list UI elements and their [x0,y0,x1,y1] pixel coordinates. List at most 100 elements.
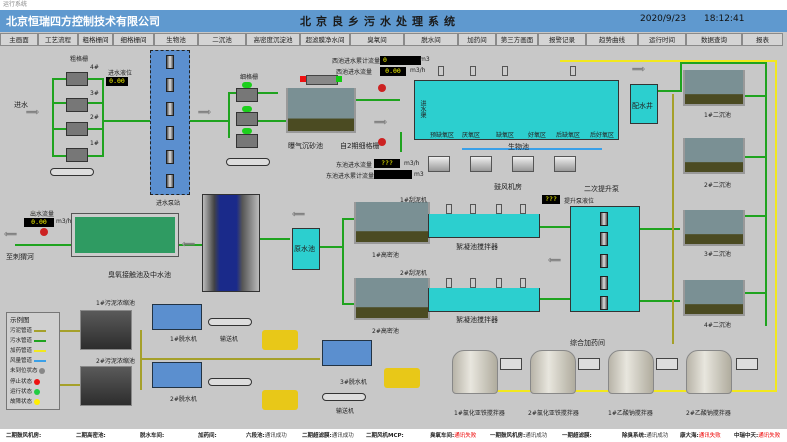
lift-pump-2[interactable] [600,232,608,246]
floc-mixer[interactable] [496,204,502,214]
dosing-pump-2[interactable] [578,358,600,370]
dosing-vessel-3[interactable] [608,350,654,394]
label: 停止状态 [10,379,33,385]
pipe [258,120,288,122]
distribution-well[interactable] [630,84,658,124]
dosing-vessel-2[interactable] [530,350,576,394]
blower-1[interactable] [428,156,450,172]
inflow-pump-3[interactable] [166,102,174,116]
hd-tank-1[interactable] [354,202,430,244]
label: 1#污泥浓缩池 [96,300,135,307]
secondary-clarifier-2[interactable] [683,138,745,174]
floc-mixer[interactable] [520,204,526,214]
dosing-pump-1[interactable] [500,358,522,370]
secondary-clarifier-3[interactable] [683,210,745,246]
bio-mixer-1[interactable] [438,66,444,76]
blower-3[interactable] [512,156,534,172]
lift-pump-3[interactable] [600,254,608,268]
nav-run-time[interactable]: 运行时间 [638,33,686,46]
floc-mixer[interactable] [470,278,476,288]
nav-high-density[interactable]: 高密度沉淀池 [246,33,300,46]
grit-chamber[interactable] [286,88,356,133]
bio-mixer-4[interactable] [570,66,576,76]
sludge-tank-1[interactable] [80,310,132,350]
label: 缺氧区 [496,132,515,139]
floc-mixer[interactable] [496,278,502,288]
coarse-screen-1[interactable] [66,148,88,162]
floc-mixer[interactable] [470,204,476,214]
inflow-pump-6[interactable] [166,174,174,188]
inflow-pump-1[interactable] [166,55,174,69]
flow-arrow-icon: ⟹ [632,65,645,76]
nav-coarse-screen[interactable]: 粗格栅间 [78,33,113,46]
coarse-conveyor[interactable] [50,168,94,176]
fine-screen-2[interactable] [236,112,258,126]
inflow-pump-5[interactable] [166,150,174,164]
coarse-screen-3[interactable] [66,98,88,112]
nav-fine-screen[interactable]: 细格栅间 [113,33,154,46]
fine-conveyor[interactable] [226,158,270,166]
nav-data-query[interactable]: 数据查询 [686,33,742,46]
conveyor-3[interactable] [322,393,366,401]
flocculation-tank-2[interactable] [428,288,540,312]
bio-mixer-2[interactable] [470,66,476,76]
nav-process[interactable]: 工艺流程 [38,33,78,46]
bio-mixer-3[interactable] [502,66,508,76]
dewatering-machine-3[interactable] [322,340,372,366]
blower-2[interactable] [470,156,492,172]
fine-screen-1[interactable] [236,88,258,102]
legend-panel [6,312,60,410]
pipe [540,226,570,228]
label: 污泥管道 [10,328,33,334]
nav-main[interactable]: 主画面 [0,33,38,46]
dosing-vessel-4[interactable] [686,350,732,394]
fine-screen-3[interactable] [236,134,258,148]
conveyor-1[interactable] [208,318,252,326]
dosing-pump-3[interactable] [656,358,678,370]
nav-secondary-clarifier[interactable]: 二沉池 [198,33,246,46]
nav-dosing[interactable]: 加药间 [458,33,496,46]
nav-bio-tank[interactable]: 生物池 [154,33,198,46]
label [33,329,46,332]
inflow-pump-2[interactable] [166,78,174,92]
label: 东池进水流量 [336,162,373,169]
dewatering-machine-1[interactable] [152,304,202,330]
coarse-screen-2[interactable] [66,122,88,136]
lift-pump-1[interactable] [600,212,608,226]
label: 后好氧区 [590,132,615,139]
dosing-pump-4[interactable] [736,358,758,370]
raw-water-tank[interactable] [292,228,320,270]
coarse-screen-4[interactable] [66,72,88,86]
bio-tank[interactable] [414,80,619,140]
dewatering-machine-2[interactable] [152,362,202,388]
inflow-pump-station [150,50,190,195]
blower-4[interactable] [554,156,576,172]
dosing-vessel-1[interactable] [452,350,498,394]
hd-tank-2[interactable] [354,278,430,320]
flocculation-tank-1[interactable] [428,214,540,238]
lift-pump-4[interactable] [600,276,608,290]
nav-ozone[interactable]: 臭氧间 [350,33,404,46]
nav-third-party[interactable]: 第三方画面 [496,33,538,46]
label: 六段池: [246,433,265,439]
sludge-tank-2[interactable] [80,366,132,406]
nav-trend[interactable]: 趋势曲线 [586,33,638,46]
nav-ultrafiltration[interactable]: 超滤膜净水间 [300,33,350,46]
floc-mixer[interactable] [446,278,452,288]
status-item: 六段池:通讯成功 [246,431,287,439]
label: 后缺氧区 [556,132,581,139]
floc-mixer[interactable] [520,278,526,288]
pipe [462,148,602,150]
inflow-pump-4[interactable] [166,126,174,140]
nav-report[interactable]: 报表 [742,33,783,46]
ozone-contact-tank[interactable] [71,213,179,257]
secondary-clarifier-4[interactable] [683,280,745,316]
label: 输送机 [220,336,239,343]
lift-pump-5[interactable] [600,296,608,310]
secondary-clarifier-1[interactable] [683,70,745,106]
floc-mixer[interactable] [446,204,452,214]
nav-dewatering[interactable]: 脱水间 [404,33,458,46]
conveyor-2[interactable] [208,378,252,386]
nav-alarm-log[interactable]: 报警记录 [538,33,586,46]
ultrafiltration-unit[interactable] [202,194,260,292]
